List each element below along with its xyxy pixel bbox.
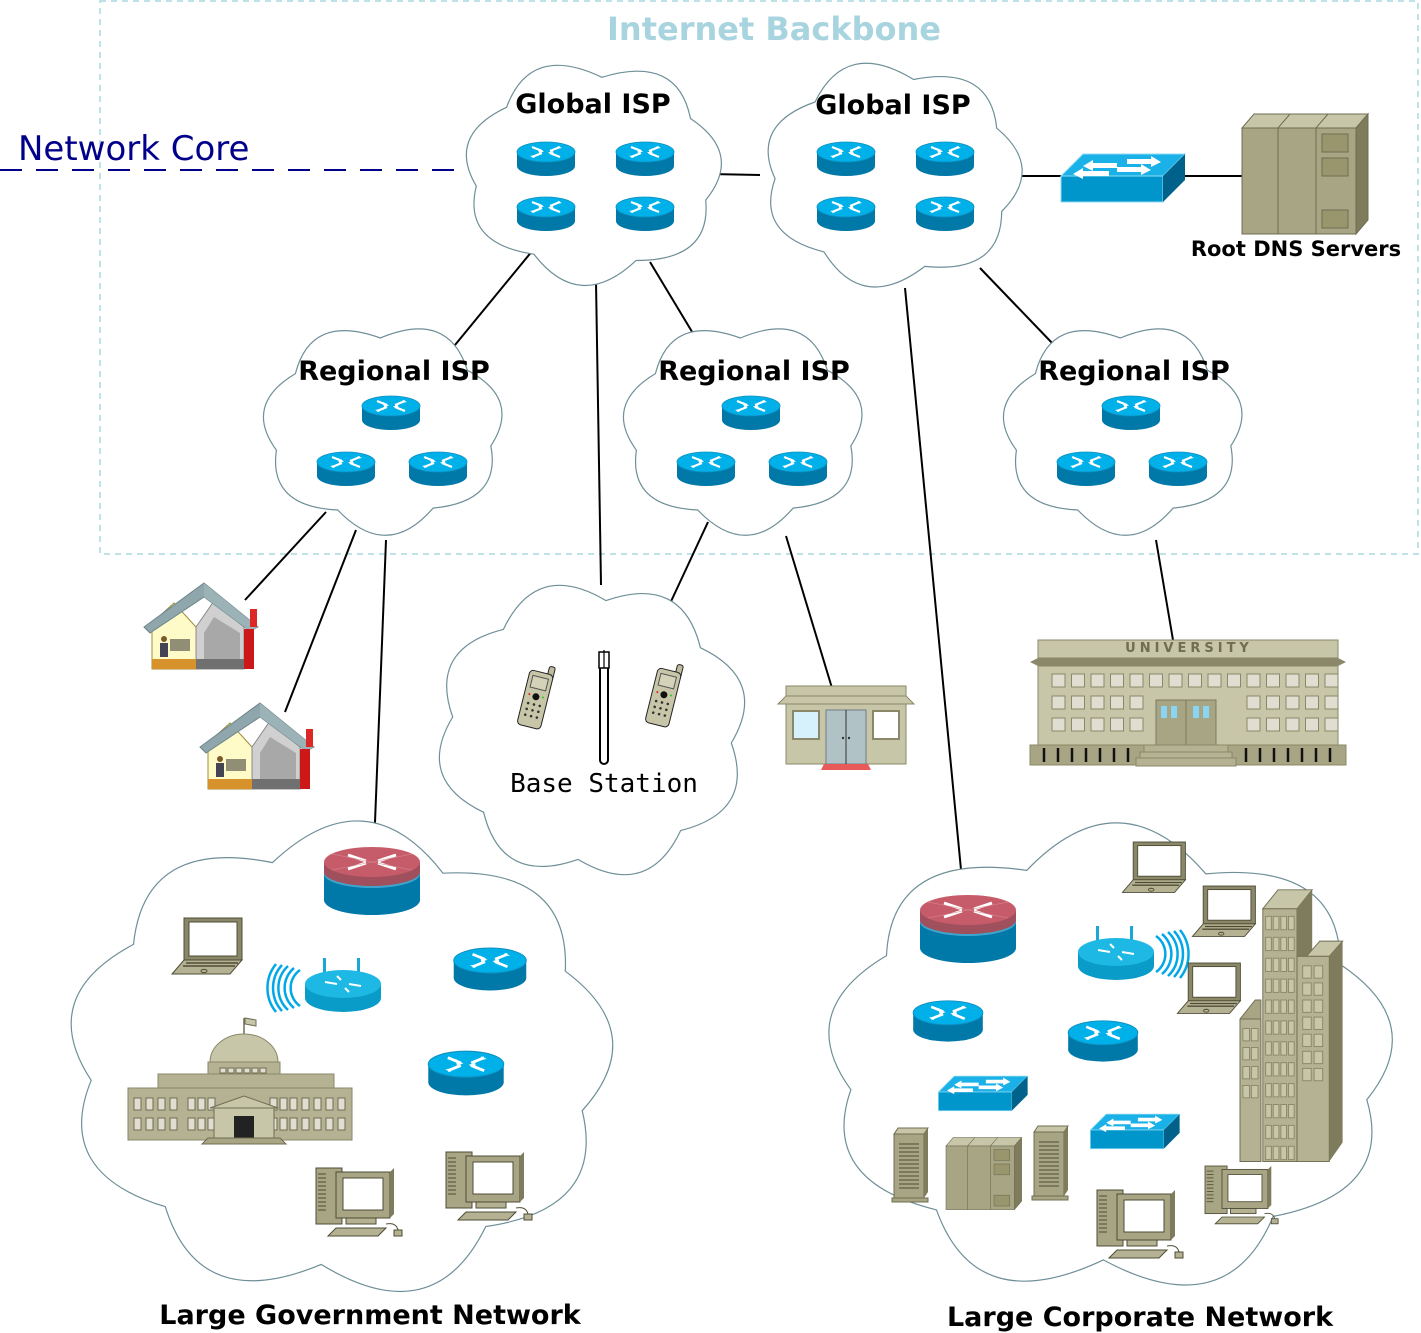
network-link [904,287,963,881]
firewall-router-icon [322,845,422,917]
router-icon [407,450,469,488]
router-icon [815,195,877,233]
regional-isp-2-label: Regional ISP [658,356,850,387]
router-icon [815,140,877,178]
router-icon [911,999,985,1043]
internet-backbone-title: Internet Backbone [607,10,941,48]
router-icon [515,140,577,178]
home-office-icon [143,582,259,670]
router-icon [675,450,737,488]
tower-server-icon [891,1127,929,1203]
network-link [1155,539,1174,641]
government-network-label: Large Government Network [159,1300,582,1331]
network-link [979,267,1055,346]
tower-server-icon [1031,1125,1069,1201]
router-icon [720,394,782,432]
router-icon [360,394,422,432]
home-office-icon [199,702,315,790]
internet-backbone-region [99,0,1419,555]
network-core-label: Network Core [18,129,249,169]
router-icon [1147,450,1209,488]
network-link [666,521,709,611]
switch-icon [1089,1113,1181,1150]
router-icon [614,140,676,178]
university-icon [1028,638,1348,768]
global-isp-2-label: Global ISP [815,90,970,121]
router-icon [315,450,377,488]
router-icon [914,140,976,178]
corporate-network-label: Large Corporate Network [947,1302,1334,1333]
regional-isp-1-label: Regional ISP [298,356,490,387]
router-icon [1066,1019,1140,1063]
regional-isp-3-label: Regional ISP [1038,356,1230,387]
switch-icon [1060,153,1186,203]
cloud-global-isp-2 [767,62,1023,288]
network-link [284,529,357,713]
cloud-base-station [438,584,746,876]
shop-icon [777,685,915,771]
cloud-global-isp-1 [465,64,722,286]
network-link [595,281,602,586]
university-sign-text: UNIVERSITY [1125,641,1253,656]
router-icon [614,195,676,233]
base-station-label: Base Station [510,769,698,799]
network-link [649,261,701,346]
router-icon [914,195,976,233]
root-dns-servers-label: Root DNS Servers [1191,237,1401,261]
switch-icon [937,1075,1029,1112]
router-icon [1055,450,1117,488]
network-link [785,535,833,689]
router-icon [426,1049,506,1097]
network-link [454,249,534,346]
network-link [244,511,327,601]
router-icon [452,946,528,992]
router-icon [1100,394,1162,432]
router-icon [515,195,577,233]
server-rack-icon [1241,113,1369,235]
antenna-icon [598,649,610,765]
firewall-router-icon [918,893,1018,965]
network-link [373,539,387,849]
router-icon [767,450,829,488]
global-isp-1-label: Global ISP [515,89,670,120]
server-rack-icon [945,1137,1022,1210]
